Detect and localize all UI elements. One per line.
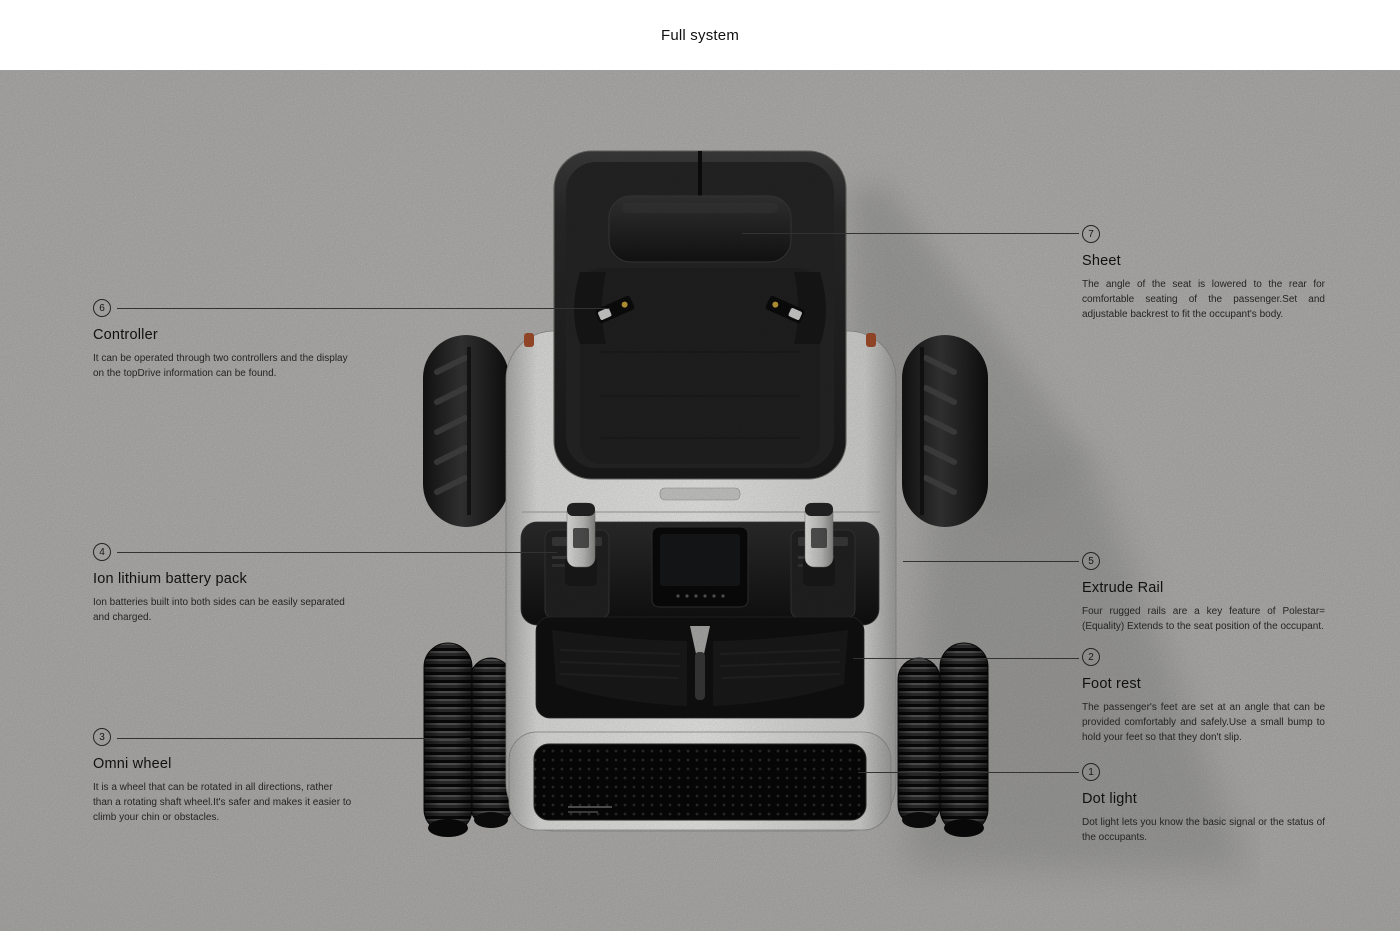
- foot-rest: [535, 616, 865, 719]
- controller-joystick-left: [565, 502, 597, 586]
- callout-description: Four rugged rails are a key feature of P…: [1082, 606, 1325, 632]
- leader-line-dot-light: [858, 772, 1079, 773]
- dot-light-grille: [533, 743, 867, 821]
- callout-description: Dot light lets you know the basic signal…: [1082, 817, 1325, 843]
- leader-line-extrude-rail: [903, 561, 1079, 562]
- callout-title: Ion lithium battery pack: [93, 571, 247, 587]
- front-bumper: [508, 731, 892, 831]
- callout-title: Omni wheel: [93, 756, 172, 772]
- controller-joystick-right: [803, 502, 835, 586]
- callout-title: Dot light: [1082, 791, 1137, 807]
- marker-light-right: [866, 333, 876, 347]
- callout-number-badge: 3: [93, 728, 111, 746]
- callout-number-badge: 6: [93, 299, 111, 317]
- callout-description: It is a wheel that can be rotated in all…: [93, 782, 352, 823]
- callout-foot-rest: 2 Foot rest The passenger's feet are set…: [1082, 648, 1325, 745]
- rear-wheel-right: [902, 335, 988, 527]
- headrest: [608, 195, 792, 263]
- omni-wheel-left: [423, 642, 513, 837]
- omni-wheel-right: [897, 642, 989, 837]
- callout-title: Extrude Rail: [1082, 580, 1164, 596]
- leader-line-sheet: [742, 233, 1079, 234]
- leader-line-foot-rest: [853, 658, 1079, 659]
- callout-controller: 6 Controller It can be operated through …: [93, 299, 351, 381]
- callout-number-badge: 7: [1082, 225, 1100, 243]
- callout-dot-light: 1 Dot light Dot light lets you know the …: [1082, 763, 1325, 845]
- callout-number-badge: 5: [1082, 552, 1100, 570]
- callout-number-badge: 4: [93, 543, 111, 561]
- marker-light-left: [524, 333, 534, 347]
- callout-description: It can be operated through two controlle…: [93, 353, 348, 379]
- callout-title: Foot rest: [1082, 676, 1142, 692]
- rear-wheel-left: [423, 335, 509, 527]
- page-title: Full system: [660, 26, 740, 44]
- callout-number-badge: 2: [1082, 648, 1100, 666]
- callout-number-badge: 1: [1082, 763, 1100, 781]
- callout-sheet: 7 Sheet The angle of the seat is lowered…: [1082, 225, 1325, 322]
- callout-description: Ion batteries built into both sides can …: [93, 597, 345, 623]
- callout-description: The passenger's feet are set at an angle…: [1082, 702, 1325, 743]
- seat: [553, 150, 847, 480]
- callout-omni-wheel: 3 Omni wheel It is a wheel that can be r…: [93, 728, 353, 825]
- callout-title: Controller: [93, 327, 158, 343]
- callout-extrude-rail: 5 Extrude Rail Four rugged rails are a k…: [1082, 552, 1325, 634]
- header-bar: Full system: [0, 0, 1400, 70]
- callout-battery-pack: 4 Ion lithium battery pack Ion batteries…: [93, 543, 351, 625]
- callout-description: The angle of the seat is lowered to the …: [1082, 279, 1325, 320]
- seat-center-seam: [698, 151, 702, 199]
- callout-title: Sheet: [1082, 253, 1121, 269]
- seat-latch: [659, 487, 741, 501]
- center-display: [651, 526, 749, 608]
